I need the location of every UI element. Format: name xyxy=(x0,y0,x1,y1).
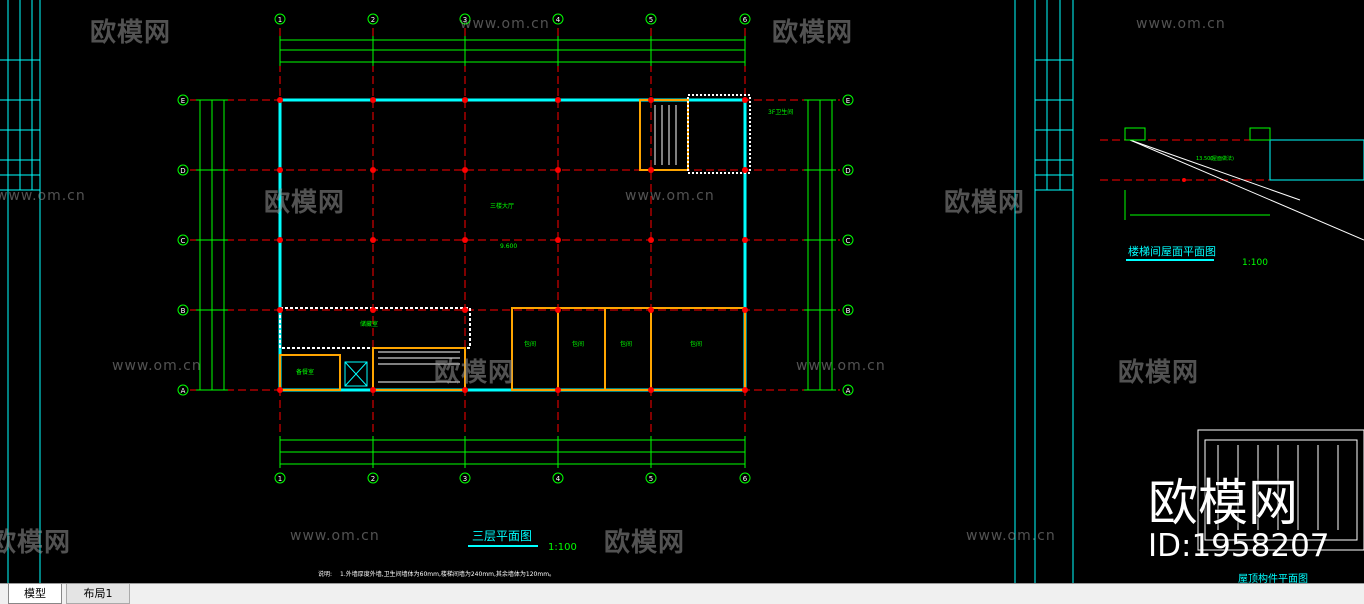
room-labels: 三楼大厅 储藏室 备餐室 包间 包间 包间 包间 3F卫生间 9.600 xyxy=(296,108,793,376)
room-label-private-1: 包间 xyxy=(524,340,536,348)
axis-col-label: 2 xyxy=(371,475,375,483)
axis-row-label: B xyxy=(846,307,851,315)
axis-row-label: D xyxy=(845,167,850,175)
axis-row-label: C xyxy=(181,237,186,245)
axis-col-label: 2 xyxy=(371,16,375,24)
axis-row-label: A xyxy=(181,387,186,395)
axis-col-label: 5 xyxy=(649,475,653,483)
watermark-url: www.om.cn xyxy=(796,358,886,374)
watermark-brand: 欧模网 xyxy=(944,188,1026,218)
columns xyxy=(277,97,748,393)
watermark-id: ID:1958207 xyxy=(1148,528,1330,564)
stair-roof-note: (屋面做法) xyxy=(1210,155,1234,162)
room-label-private-4: 包间 xyxy=(690,340,702,348)
cad-drawing-canvas[interactable]: 1 2 3 4 5 6 1 2 3 4 5 6 E D C B A E D C … xyxy=(0,0,1364,583)
drawing-titles: 三层平面图 1:100 说明: 1.外墙厚度外墙,卫生间墙体为60mm,楼梯间墙… xyxy=(318,244,1308,583)
axis-bubbles xyxy=(177,13,854,484)
stair-roof-scale: 1:100 xyxy=(1242,258,1268,268)
axis-row-label: D xyxy=(180,167,185,175)
tab-model[interactable]: 模型 xyxy=(8,584,62,604)
dimension-lines xyxy=(196,36,836,468)
watermark-brand: 欧模网 xyxy=(772,18,854,48)
room-label-restroom: 3F卫生间 xyxy=(768,108,793,116)
axis-row-label: C xyxy=(846,237,851,245)
axis-col-label: 4 xyxy=(556,16,561,24)
layout-tab-bar: 模型 布局1 xyxy=(0,583,1364,604)
room-label-storage: 储藏室 xyxy=(360,320,378,328)
watermark-url: www.om.cn xyxy=(460,16,550,32)
watermark-brand: 欧模网 xyxy=(1118,358,1200,388)
stair-roof-plan: 13.500 (屋面做法) xyxy=(1100,127,1364,241)
left-title-block xyxy=(0,0,41,583)
sheet-borders xyxy=(1014,0,1074,583)
main-scale: 1:100 xyxy=(548,542,577,553)
axis-row-label: E xyxy=(846,97,850,105)
room-label-hall: 三楼大厅 xyxy=(490,202,514,210)
watermark-brand: 欧模网 xyxy=(604,528,686,558)
watermark-brand: 欧模网 xyxy=(434,358,516,388)
axis-col-label: 1 xyxy=(278,16,282,24)
watermark-url: www.om.cn xyxy=(625,188,715,204)
watermark-brand: 欧模网 xyxy=(0,528,72,558)
room-label-private-3: 包间 xyxy=(620,340,632,348)
axis-row-label: B xyxy=(181,307,186,315)
axis-col-label: 1 xyxy=(278,475,282,483)
axis-row-label: E xyxy=(181,97,185,105)
watermark-brand-large: 欧模网 xyxy=(1148,474,1298,532)
main-title: 三层平面图 xyxy=(472,529,532,543)
axis-col-label: 3 xyxy=(463,475,467,483)
watermark-brand: 欧模网 xyxy=(90,18,172,48)
notes-label: 说明: xyxy=(318,570,332,578)
stair-roof-elevation: 13.500 xyxy=(1196,156,1214,162)
watermark-url: www.om.cn xyxy=(112,358,202,374)
stair-roof-title: 楼梯间屋面平面图 xyxy=(1128,244,1216,258)
axis-col-label: 4 xyxy=(556,475,561,483)
axis-col-label: 6 xyxy=(743,475,748,483)
axis-labels: 1 2 3 4 5 6 1 2 3 4 5 6 E D C B A E D C … xyxy=(180,16,850,483)
axis-row-label: A xyxy=(846,387,851,395)
watermark-brand: 欧模网 xyxy=(264,188,346,218)
elevation-mark: 9.600 xyxy=(500,243,517,250)
axis-col-label: 5 xyxy=(649,16,653,24)
axis-col-label: 3 xyxy=(463,16,467,24)
watermark-url: www.om.cn xyxy=(1136,16,1226,32)
notes-line-1: 1.外墙厚度外墙,卫生间墙体为60mm,楼梯间墙为240mm,其余墙体为120m… xyxy=(340,570,555,578)
axis-col-label: 6 xyxy=(743,16,748,24)
watermark-url: www.om.cn xyxy=(0,188,86,204)
watermark-url: www.om.cn xyxy=(290,528,380,544)
roof-components-plan xyxy=(1197,429,1364,551)
room-label-private-2: 包间 xyxy=(572,340,584,348)
watermark-url: www.om.cn xyxy=(966,528,1056,544)
room-label-pantry: 备餐室 xyxy=(296,368,314,376)
bottom-right-title: 屋顶构件平面图 xyxy=(1238,572,1308,583)
tab-layout-1[interactable]: 布局1 xyxy=(66,584,130,604)
stair-hatch xyxy=(344,105,677,387)
